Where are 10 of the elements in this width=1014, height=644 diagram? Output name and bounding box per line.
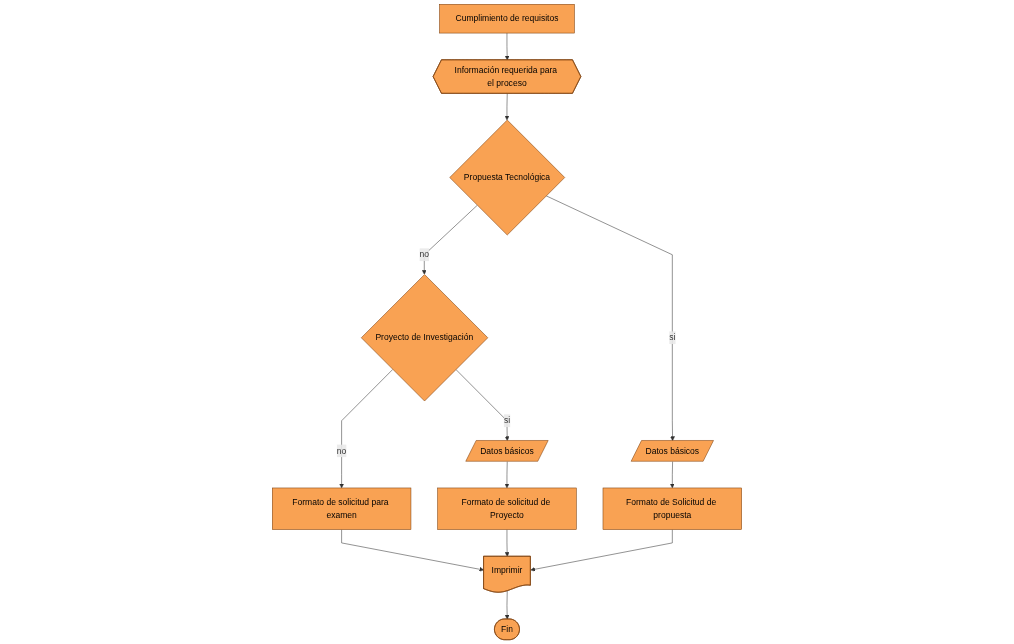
node-box: Formato de Solicitud de propuesta xyxy=(602,487,742,530)
node-diamond: Proyecto de Investigación xyxy=(361,274,489,402)
edge-label: si xyxy=(503,415,511,426)
node-box: Formato de solicitud para examen xyxy=(272,487,412,530)
edge-label: no xyxy=(419,249,430,260)
edge-label: si xyxy=(669,332,676,343)
node-box: Cumplimiento de requisitos xyxy=(439,4,575,34)
node-diamond: Propuesta Tecnológica xyxy=(449,119,566,236)
edge-label: no xyxy=(336,446,347,456)
node-box: Formato de solicitud de Proyecto xyxy=(437,487,577,530)
